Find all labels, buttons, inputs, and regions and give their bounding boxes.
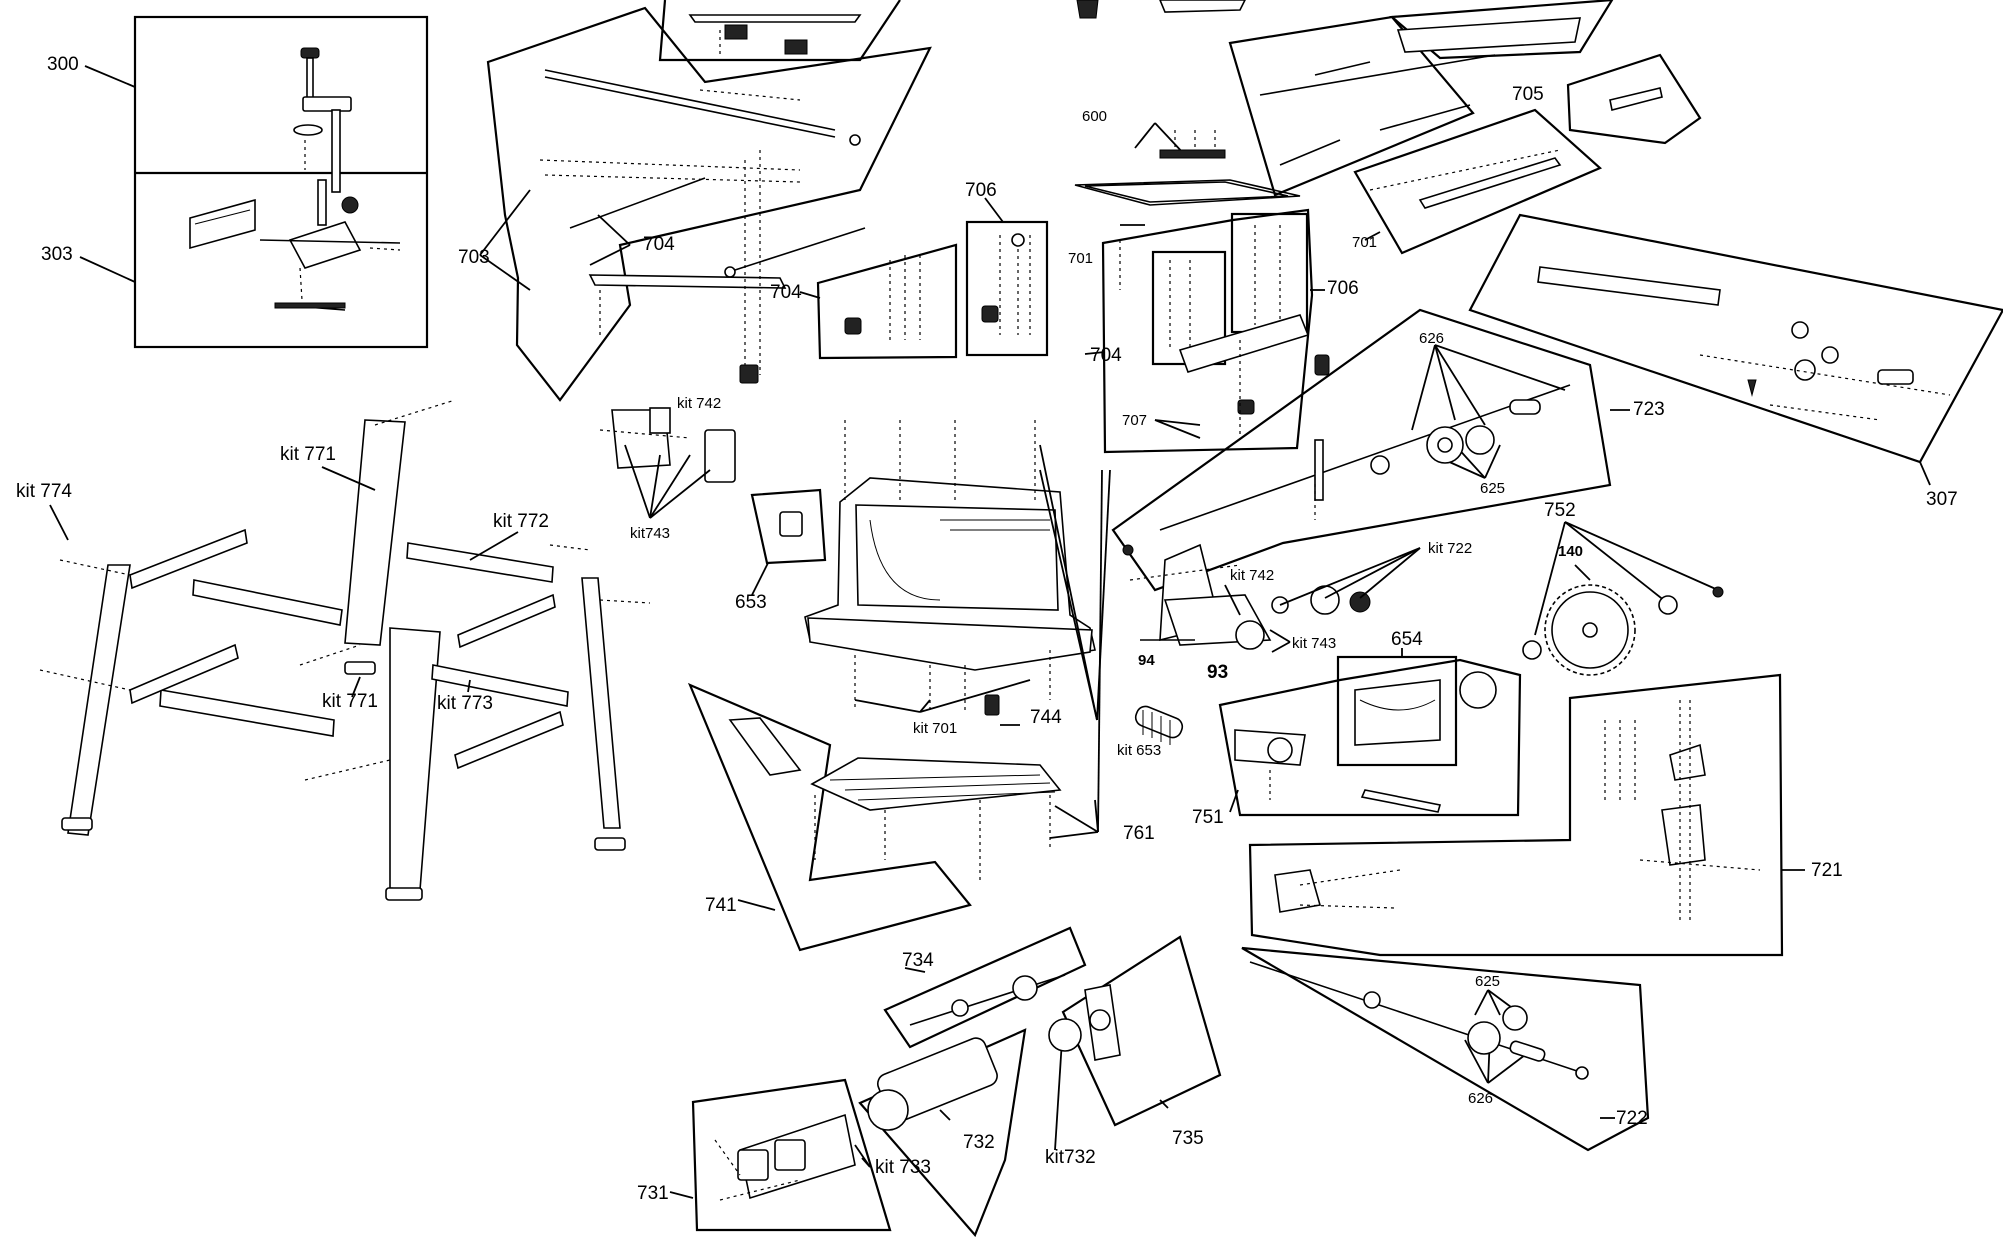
assembly-722: 625 626 722 <box>1241 946 1650 1152</box>
callout-731: 731 <box>637 1183 669 1204</box>
callout-761: 761 <box>1123 823 1155 844</box>
callout-723: 723 <box>1633 399 1665 420</box>
callout-732: 732 <box>963 1132 995 1153</box>
callout-626-b: 626 <box>1468 1090 1493 1107</box>
callout-705: 705 <box>1512 84 1544 105</box>
callout-kit-722: kit 722 <box>1428 540 1472 557</box>
callout-704-a: 704 <box>643 234 675 255</box>
callout-654: 654 <box>1391 629 1423 650</box>
assembly-base-housing: kit 701 744 653 kit 742 kit743 <box>599 395 1111 737</box>
callout-300: 300 <box>47 54 79 75</box>
assembly-motor: 734 732 kit 733 kit732 735 731 <box>637 926 1222 1237</box>
callout-626-a: 626 <box>1419 330 1444 347</box>
callout-140: 140 <box>1558 543 1583 560</box>
assembly-723: 626 625 723 <box>1111 308 1665 592</box>
assembly-stand: kit 771 kit 774 kit 772 kit 771 kit 773 <box>16 399 651 901</box>
assembly-752-blade: 752 140 <box>1522 500 1724 676</box>
assembly-704-706-small: 704 706 <box>770 180 1049 360</box>
assembly-703: 703 704 <box>458 0 932 402</box>
callout-751: 751 <box>1192 807 1224 828</box>
callout-722: 722 <box>1616 1108 1648 1129</box>
callout-94: 94 <box>1138 652 1155 669</box>
callout-600: 600 <box>1082 108 1107 125</box>
callout-kit-743-a: kit743 <box>630 525 670 542</box>
assembly-721: 721 <box>1248 673 1843 957</box>
callout-734: 734 <box>902 950 934 971</box>
callout-kit-772: kit 772 <box>493 511 549 532</box>
callout-93: 93 <box>1207 662 1228 683</box>
callout-625-a: 625 <box>1480 480 1505 497</box>
callout-701-a: 701 <box>1068 250 1093 267</box>
callout-kit-773: kit 773 <box>437 693 493 714</box>
callout-653: 653 <box>735 592 767 613</box>
callout-735: 735 <box>1172 1128 1204 1149</box>
callout-704-b: 704 <box>770 282 802 303</box>
callout-721: 721 <box>1811 860 1843 881</box>
callout-703: 703 <box>458 247 490 268</box>
callout-307: 307 <box>1926 489 1958 510</box>
callout-kit-743-b: kit 743 <box>1292 635 1336 652</box>
callout-706-b: 706 <box>1327 278 1359 299</box>
callout-744: 744 <box>1030 707 1062 728</box>
callout-707: 707 <box>1122 412 1147 429</box>
callout-kit-733: kit 733 <box>875 1157 931 1178</box>
callout-kit-742-b: kit 742 <box>1230 567 1274 584</box>
callout-625-b: 625 <box>1475 973 1500 990</box>
callout-kit-742-a: kit 742 <box>677 395 721 412</box>
clipped-top-parts <box>1076 0 1246 19</box>
assembly-741-761: 741 761 <box>687 469 1155 952</box>
callout-704-c: 704 <box>1090 345 1122 366</box>
callout-706-a: 706 <box>965 180 997 201</box>
callout-kit-771-a: kit 771 <box>280 444 336 465</box>
assembly-motor-mount: kit 742 kit 722 kit 743 94 93 <box>1129 540 1472 683</box>
callout-741: 741 <box>705 895 737 916</box>
callout-kit-774: kit 774 <box>16 481 72 502</box>
callout-kit-771-b: kit 771 <box>322 691 378 712</box>
assembly-600-701-table: 600 701 704 707 706 <box>1068 108 1359 454</box>
assembly-705-701-rails: 701 705 <box>1228 0 1702 255</box>
callout-701-b: 701 <box>1352 234 1377 251</box>
callout-752: 752 <box>1544 500 1576 521</box>
callout-kit-653: kit 653 <box>1117 742 1161 759</box>
callout-kit-701: kit 701 <box>913 720 957 737</box>
callout-303: 303 <box>41 244 73 265</box>
assembly-307: 307 <box>1468 213 2003 510</box>
assembly-654-751: 654 kit 653 751 <box>1117 629 1522 828</box>
assembly-300-303: 300 303 <box>41 15 429 349</box>
callout-kit-732: kit732 <box>1045 1147 1096 1168</box>
